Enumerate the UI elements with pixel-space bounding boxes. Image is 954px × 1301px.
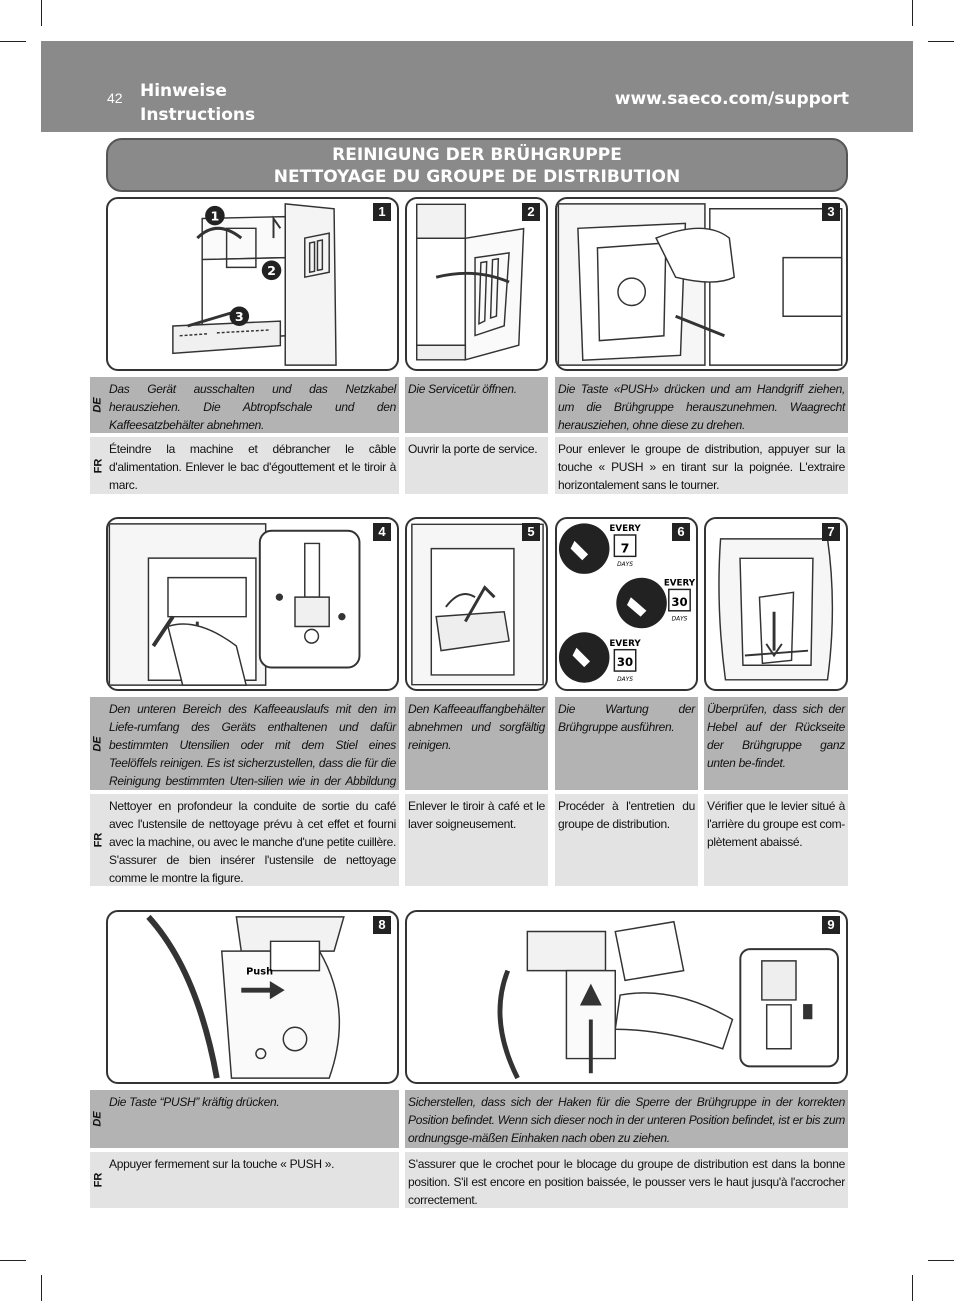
step-8-illustration: Push 8 bbox=[106, 910, 399, 1084]
callout-2-icon bbox=[261, 260, 282, 281]
step-6-text-fr: Procéder à l'entretien du groupe de dist… bbox=[555, 794, 698, 886]
svg-text:Push: Push bbox=[246, 967, 273, 978]
locking-hook-illustration bbox=[497, 920, 839, 1080]
lang-label-de: DE bbox=[90, 697, 106, 790]
rinse-icon bbox=[558, 523, 610, 574]
step-5-text-de: Den Kaffeeauffangbehälter abnehmen und s… bbox=[405, 697, 548, 790]
callout-1-icon bbox=[205, 205, 225, 226]
crop-mark bbox=[41, 1275, 42, 1301]
step-1-illustration: 1 2 3 1 bbox=[106, 197, 399, 371]
step-number: 2 bbox=[522, 203, 540, 221]
step-9-text-fr: S'assurer que le crochet pour le blocage… bbox=[405, 1152, 848, 1208]
crop-mark bbox=[0, 41, 26, 42]
svg-text:30: 30 bbox=[671, 595, 687, 609]
lang-label-de: DE bbox=[90, 1090, 106, 1148]
step-2-text-de: Die Servicetür öffnen. bbox=[405, 377, 548, 433]
section-title: Hinweise Instructions bbox=[140, 79, 255, 127]
coffee-tray-removal-illustration bbox=[411, 523, 544, 686]
step-9-text-de: Sicherstellen, dass sich der Haken für d… bbox=[405, 1090, 848, 1148]
svg-text:1: 1 bbox=[210, 208, 219, 223]
page-header: 42 Hinweise Instructions www.saeco.com/s… bbox=[41, 41, 913, 132]
crop-mark bbox=[912, 1275, 913, 1301]
brew-group-removal-illustration bbox=[557, 203, 843, 366]
page-number: 42 bbox=[107, 90, 123, 106]
step-3-illustration: 3 bbox=[555, 197, 848, 371]
step-9-illustration: 9 bbox=[405, 910, 848, 1084]
lang-label-de: DE bbox=[90, 377, 106, 433]
step-3-text-de: Die Taste «PUSH» drücken und am Handgrif… bbox=[555, 377, 848, 433]
step-number: 1 bbox=[373, 203, 391, 221]
section-title-en: Instructions bbox=[140, 105, 256, 125]
lang-label-fr: FR bbox=[90, 437, 106, 494]
calendar-icon bbox=[613, 534, 637, 558]
svg-text:7: 7 bbox=[621, 540, 630, 555]
step-number: 8 bbox=[373, 916, 391, 934]
step-number: 9 bbox=[822, 916, 840, 934]
step-1-text-de: Das Gerät ausschalten und das Netzkabel … bbox=[106, 377, 399, 433]
section-title-de: Hinweise bbox=[140, 81, 227, 101]
lang-label-fr: FR bbox=[90, 794, 106, 886]
step-6-illustration: EVERY 7 DAYS EVERY 30 DAYS EVERY 30 DAYS… bbox=[555, 517, 698, 691]
calendar-icon bbox=[668, 588, 691, 612]
title-fr: NETTOYAGE DU GROUPE DE DISTRIBUTION bbox=[273, 167, 681, 187]
step-8-text-fr: Appuyer fermement sur la touche « PUSH »… bbox=[106, 1152, 399, 1208]
svg-text:EVERY: EVERY bbox=[609, 524, 641, 534]
svg-text:DAYS: DAYS bbox=[672, 617, 688, 623]
callout-3-icon bbox=[229, 306, 250, 327]
step-number: 3 bbox=[822, 203, 840, 221]
crop-mark bbox=[928, 1260, 954, 1261]
svg-text:3: 3 bbox=[235, 309, 244, 324]
step-number: 6 bbox=[672, 523, 690, 541]
step-5-illustration: 5 bbox=[405, 517, 548, 691]
step-1-text-fr: Éteindre la machine et débrancher le câb… bbox=[106, 437, 399, 494]
lang-label-fr: FR bbox=[90, 1152, 106, 1208]
lubricate-icon bbox=[616, 577, 667, 629]
step-3-text-fr: Pour enlever le groupe de distribution, … bbox=[555, 437, 848, 494]
step-number: 7 bbox=[822, 523, 840, 541]
svg-text:DAYS: DAYS bbox=[617, 562, 633, 568]
step-2-text-fr: Ouvrir la porte de service. bbox=[405, 437, 548, 494]
step-8-text-de: Die Taste “PUSH” kräftig drücken. bbox=[106, 1090, 399, 1148]
step-number: 5 bbox=[522, 523, 540, 541]
title-de: REINIGUNG DER BRÜHGRUPPE bbox=[332, 145, 622, 165]
step-4-text-de: Den unteren Bereich des Kaffeeauslaufs m… bbox=[106, 697, 399, 806]
push-button-illustration: Push bbox=[146, 914, 345, 1079]
svg-text:30: 30 bbox=[617, 655, 633, 669]
step-7-illustration: 7 bbox=[704, 517, 848, 691]
service-door-illustration bbox=[415, 203, 525, 361]
step-7-text-fr: Vérifier que le levier situé à l'arrière… bbox=[704, 794, 848, 886]
svg-text:2: 2 bbox=[267, 263, 276, 278]
crop-mark bbox=[0, 1260, 26, 1261]
machine-drip-tray-illustration: 1 2 3 bbox=[172, 203, 337, 366]
step-4-illustration: 4 bbox=[106, 517, 399, 691]
calendar-icon bbox=[613, 648, 637, 672]
brew-group-lever-illustration bbox=[718, 538, 834, 681]
svg-text:DAYS: DAYS bbox=[617, 677, 633, 683]
page-title: REINIGUNG DER BRÜHGRUPPE NETTOYAGE DU GR… bbox=[106, 138, 848, 192]
support-url[interactable]: www.saeco.com/support bbox=[614, 89, 849, 109]
step-6-text-de: Die Wartung der Brühgruppe ausführen. bbox=[555, 697, 698, 790]
crop-mark bbox=[928, 41, 954, 42]
step-2-illustration: 2 bbox=[405, 197, 548, 371]
coffee-spout-cleaning-illustration bbox=[108, 523, 361, 686]
step-number: 4 bbox=[373, 523, 391, 541]
step-4-text-fr: Nettoyer en profondeur la conduite de so… bbox=[106, 794, 399, 886]
crop-mark bbox=[912, 0, 913, 26]
svg-text:EVERY: EVERY bbox=[664, 579, 696, 589]
step-5-text-fr: Enlever le tiroir à café et le laver soi… bbox=[405, 794, 548, 886]
crop-mark bbox=[41, 0, 42, 26]
step-7-text-de: Überprüfen, dass sich der Hebel auf der … bbox=[704, 697, 848, 790]
svg-text:EVERY: EVERY bbox=[609, 639, 641, 649]
maintenance-schedule-illustration: EVERY 7 DAYS EVERY 30 DAYS EVERY 30 DAYS bbox=[558, 523, 696, 683]
